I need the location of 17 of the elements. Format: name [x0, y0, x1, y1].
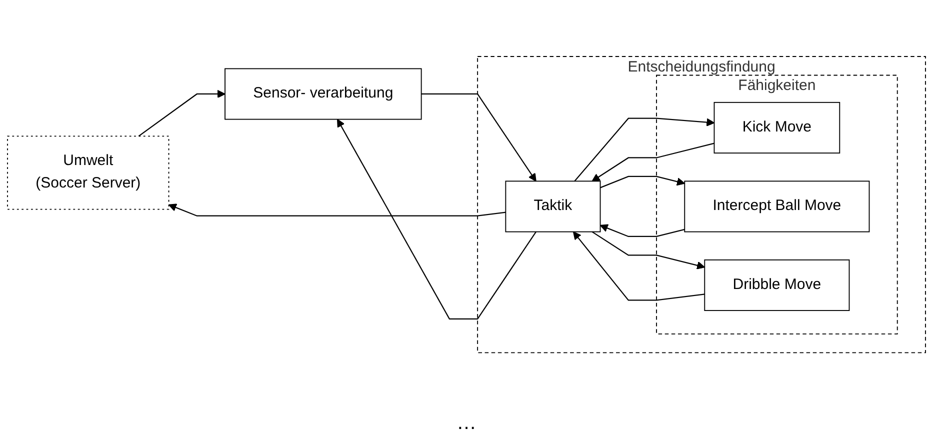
- arrow: [421, 94, 536, 182]
- arrow: [592, 143, 714, 182]
- node-box: Umwelt (Soccer Server): [7, 136, 170, 210]
- node-box: Intercept Ball Move: [684, 181, 870, 233]
- node-box: Taktik: [505, 181, 601, 233]
- arrow: [592, 232, 705, 270]
- arrow: [138, 90, 226, 138]
- arrow: [337, 119, 536, 320]
- arrow: [574, 118, 715, 182]
- arrow: [168, 204, 506, 217]
- node-box: Sensor- verarbeitung: [224, 68, 422, 120]
- arrow: [600, 224, 685, 238]
- node-box: Dribble Move: [704, 260, 850, 312]
- arrow: [572, 232, 705, 302]
- node-box: Kick Move: [714, 102, 840, 154]
- arrow: [600, 176, 685, 189]
- ellipsis-note: …: [456, 412, 476, 434]
